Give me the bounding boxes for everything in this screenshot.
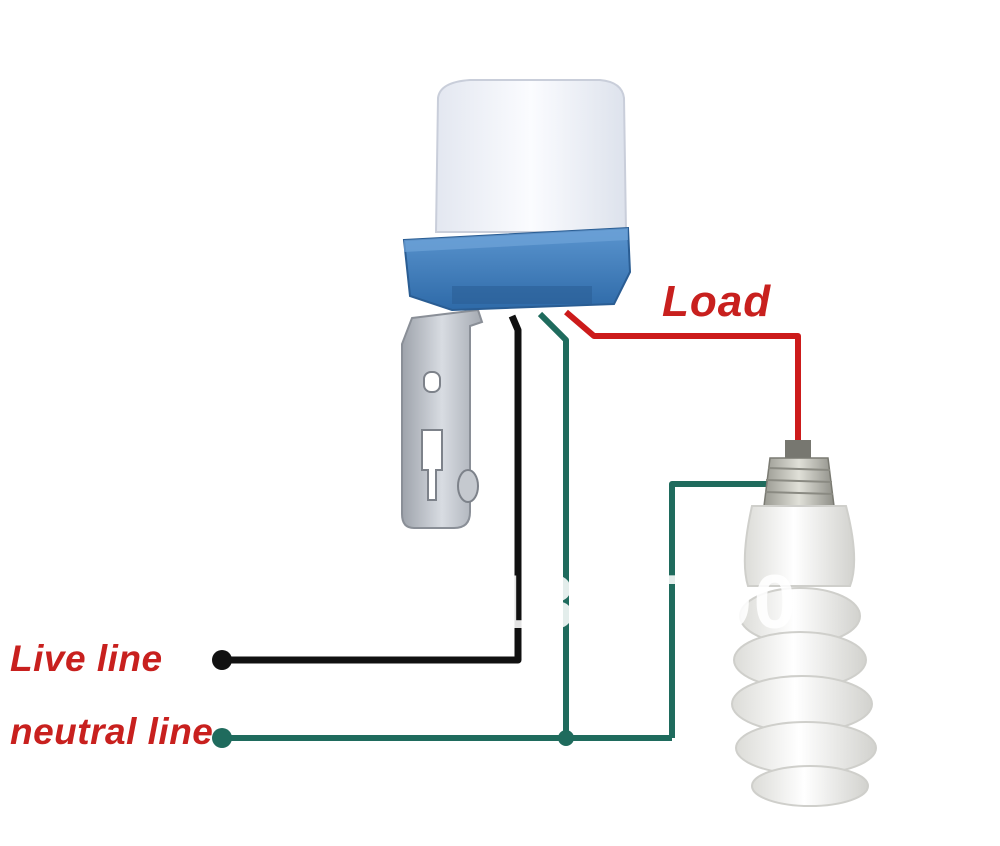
neutral-terminal <box>212 728 232 748</box>
neutral-line-label: neutral line <box>10 711 214 752</box>
load-wire <box>564 309 801 448</box>
watermark-text: 1392790 <box>488 560 798 645</box>
neutral-wire-bulb <box>669 481 770 738</box>
mounting-bracket-icon <box>401 308 484 529</box>
neutral-junction <box>558 730 574 746</box>
photocell-switch-icon <box>402 79 632 312</box>
cfl-bulb-icon <box>731 440 877 807</box>
live-line-label: Live line <box>10 638 163 679</box>
live-wire <box>222 314 522 664</box>
neutral-wire-sensor <box>537 311 569 738</box>
load-label: Load <box>662 277 772 326</box>
live-terminal <box>212 650 232 670</box>
